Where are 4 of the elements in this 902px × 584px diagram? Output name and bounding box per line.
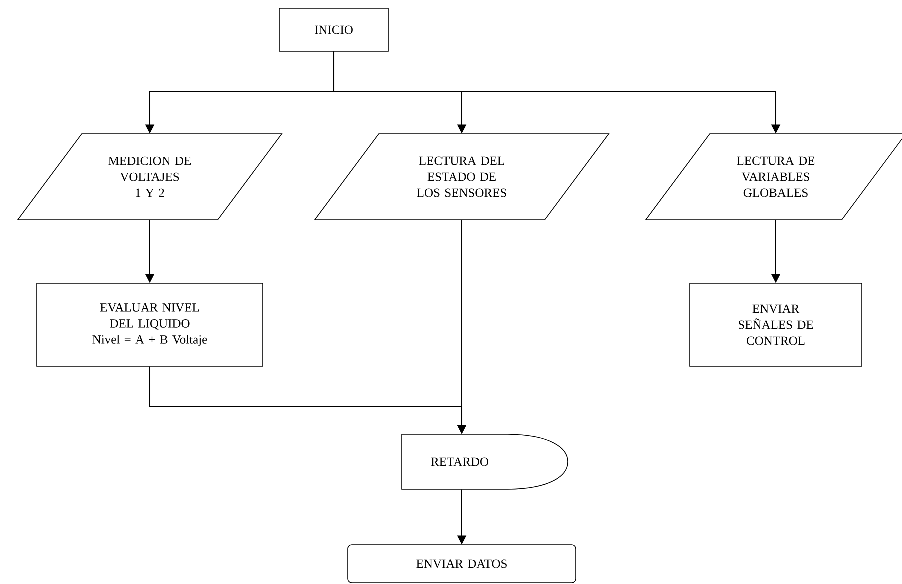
terminal-box: ENVIAR DATOS [348, 544, 576, 584]
process-box: ENVIAR SEÑALES DE CONTROL [690, 283, 862, 367]
start-box: INICIO [279, 8, 389, 52]
process-box: EVALUAR NIVEL DEL LIQUIDO Nivel = A + B Voltaje [36, 283, 264, 367]
